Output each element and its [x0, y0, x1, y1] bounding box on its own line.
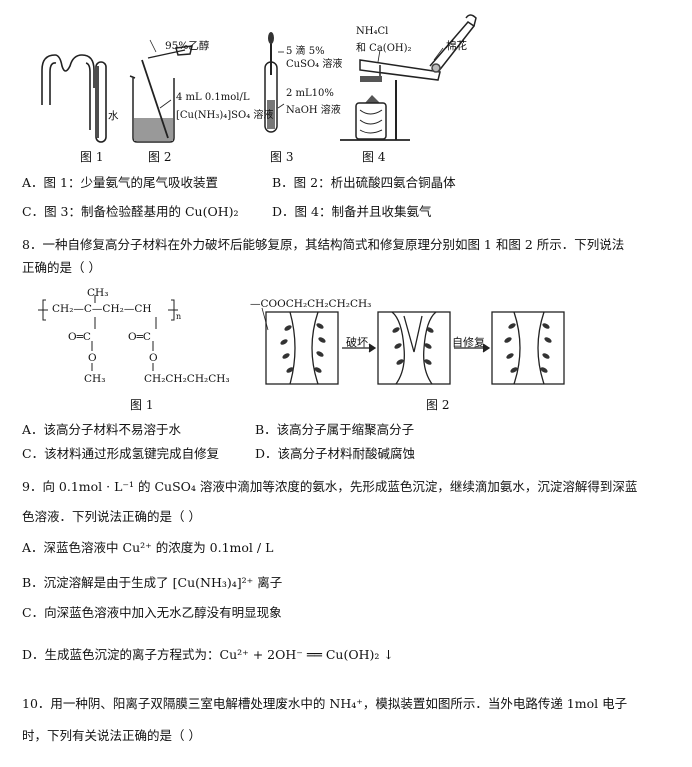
fig1-water-label: 水 — [108, 110, 119, 122]
fig1-caption: 图 1 — [80, 150, 104, 164]
q8-struct-ch3-top: CH₃ — [87, 287, 109, 299]
fig4-cotton-label: 棉花 — [446, 40, 467, 52]
fig3-naoh-label-2: NaOH 溶液 — [286, 105, 341, 116]
q8-struct-o-b: O — [149, 352, 158, 364]
q8-repair-panels — [261, 307, 565, 385]
fig3-testtube-apparatus — [264, 32, 278, 133]
fig2-beaker-apparatus — [129, 45, 193, 143]
fig2-solution-label-2: [Cu(NH₃)₄]SO₄ 溶液 — [176, 110, 274, 121]
q8-stem-line1: 8．一种自修复高分子材料在外力破坏后能够复原，其结构简式和修复原理分别如图 1 … — [22, 237, 625, 252]
q9-option-d: D．生成蓝色沉淀的离子方程式为：Cu²⁺ + 2OH⁻ ══ Cu(OH)₂ ↓ — [22, 647, 394, 662]
fig2-ethanol-label: 95%乙醇 — [165, 40, 210, 52]
fig3-naoh-label-1: 2 mL10% — [286, 88, 334, 99]
q8-option-d: D．该高分子材料耐酸碱腐蚀 — [255, 446, 416, 461]
fig2-caption: 图 2 — [148, 150, 172, 164]
fig1-u-tube-apparatus — [41, 54, 107, 143]
q8-struct-carbonyl-2: O═C — [128, 331, 151, 343]
q9-option-c: C．向深蓝色溶液中加入无水乙醇没有明显现象 — [22, 605, 282, 620]
q8-struct-n: n — [176, 312, 182, 321]
fig4-caption: 图 4 — [362, 150, 386, 164]
q9-stem-line1: 9．向 0.1mol · L⁻¹ 的 CuSO₄ 溶液中滴加等浓度的氨水，先形成… — [22, 479, 638, 494]
fig3-caption: 图 3 — [270, 150, 294, 164]
q8-struct-ch3-bottom: CH₃ — [84, 373, 106, 385]
q8-option-b: B．该高分子属于缩聚高分子 — [255, 422, 415, 437]
q8-stem-line2: 正确的是（ ） — [22, 260, 101, 275]
q8-option-c: C．该材料通过形成氢键完成自修复 — [22, 446, 220, 461]
fig3-cuso4-label-1: 5 滴 5% — [286, 46, 325, 57]
q7-option-b: B．图 2：析出硫酸四氨合铜晶体 — [272, 175, 456, 190]
q9-stem-line2: 色溶液．下列说法正确的是（ ） — [22, 509, 201, 524]
fig4-heating-apparatus — [340, 14, 477, 141]
fig4-reagent-label-1: NH₄Cl — [356, 26, 389, 37]
q8-break-label: 破坏 — [346, 336, 368, 349]
q10-stem-line1: 10．用一种阴、阳离子双隔膜三室电解槽处理废水中的 NH₄⁺，模拟装置如图所示．… — [22, 696, 628, 711]
q9-option-a: A．深蓝色溶液中 Cu²⁺ 的浓度为 0.1mol / L — [22, 540, 274, 555]
fig2-solution-label-1: 4 mL 0.1mol/L — [176, 92, 250, 103]
q7-apparatus-figures — [41, 14, 477, 143]
fig3-cuso4-label-2: CuSO₄ 溶液 — [286, 59, 343, 70]
q10-stem-line2: 时，下列有关说法正确的是（ ） — [22, 728, 201, 743]
q8-caption-fig1: 图 1 — [130, 398, 154, 412]
q7-option-c: C．图 3：制备检验醛基用的 Cu(OH)₂ — [22, 204, 239, 219]
q8-bracket-bonds — [38, 295, 178, 371]
q8-struct-chain: CH₂—C—CH₂—CH — [52, 303, 152, 315]
q8-repair-label: 自修复 — [452, 336, 485, 349]
q7-option-d: D．图 4：制备并且收集氨气 — [272, 204, 432, 219]
q8-struct-butyl: CH₂CH₂CH₂CH₃ — [144, 373, 230, 385]
q8-struct-carbonyl-1: O═C — [68, 331, 91, 343]
q8-caption-fig2: 图 2 — [426, 398, 450, 412]
q8-ester-group-label: —COOCH₂CH₂CH₂CH₃ — [250, 298, 372, 310]
q7-option-a: A．图 1：少量氨气的尾气吸收装置 — [22, 175, 218, 190]
fig4-reagent-label-2: 和 Ca(OH)₂ — [356, 43, 412, 54]
q8-option-a: A．该高分子材料不易溶于水 — [22, 422, 182, 437]
q8-struct-o-a: O — [88, 352, 97, 364]
q9-option-b: B．沉淀溶解是由于生成了 [Cu(NH₃)₄]²⁺ 离子 — [22, 575, 283, 590]
